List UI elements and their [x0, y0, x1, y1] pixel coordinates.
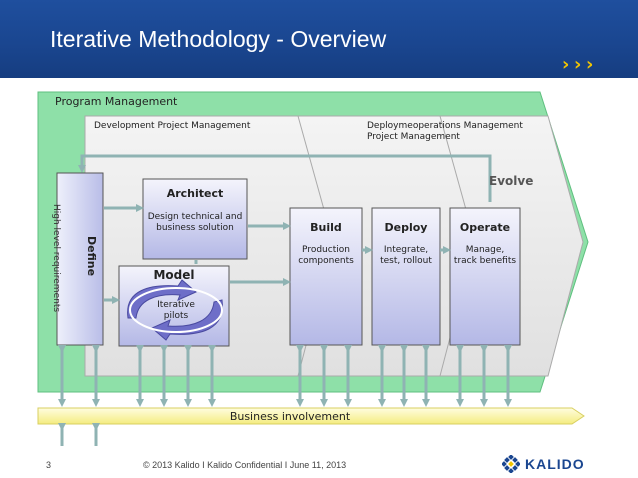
chevron-right-icon: › — [574, 54, 582, 75]
chevron-right-icon: › — [562, 54, 570, 75]
build-box — [289, 207, 363, 346]
deployment-pm-label: Deploymeoperations Management — [367, 121, 523, 131]
development-pm-label: Development Project Management — [94, 121, 251, 131]
build-desc-1: Production — [302, 245, 350, 255]
model-desc-2: pilots — [163, 311, 189, 321]
operate-title: Operate — [459, 221, 511, 234]
iterative-cycle-icon — [127, 279, 223, 341]
define-label: Define — [85, 236, 98, 277]
slide-header — [0, 0, 638, 78]
kalido-logo-icon — [502, 455, 520, 473]
copyright-text: © 2013 Kalido I Kalido Confidential I Ju… — [143, 460, 347, 470]
business-involvement-bar — [37, 407, 585, 425]
chevron-right-icon: › — [586, 54, 594, 75]
kalido-logo-text: KALIDO — [525, 456, 585, 472]
operate-desc-1: Manage, — [465, 245, 505, 255]
page-number: 3 — [46, 460, 52, 470]
model-title: Model — [153, 268, 195, 282]
build-desc-2: components — [298, 256, 354, 266]
deploy-desc-2: test, rollout — [380, 256, 432, 266]
deployment-pm-label-2: Project Management — [367, 132, 460, 142]
build-title: Build — [310, 221, 342, 234]
business-involvement-arrows — [58, 345, 512, 446]
high-level-requirements-label: High level requirements — [51, 204, 61, 313]
evolve-feedback-arrow — [78, 154, 492, 202]
architect-desc-2: business solution — [156, 223, 234, 233]
program-management-label: Program Management — [55, 95, 178, 108]
slide-footer — [0, 452, 638, 478]
architect-desc-1: Design technical and — [147, 212, 243, 222]
deploy-title: Deploy — [384, 221, 428, 234]
architect-box — [142, 178, 248, 260]
operate-box — [449, 207, 521, 346]
evolve-label: Evolve — [489, 174, 534, 188]
define-box — [56, 172, 104, 346]
business-involvement-label: Business involvement — [229, 410, 351, 423]
model-desc-1: Iterative — [157, 300, 195, 310]
deploy-desc-1: Integrate, — [383, 245, 429, 255]
slide-title: Iterative Methodology - Overview — [50, 26, 387, 52]
operate-desc-2: track benefits — [453, 256, 517, 266]
architect-title: Architect — [166, 187, 224, 200]
